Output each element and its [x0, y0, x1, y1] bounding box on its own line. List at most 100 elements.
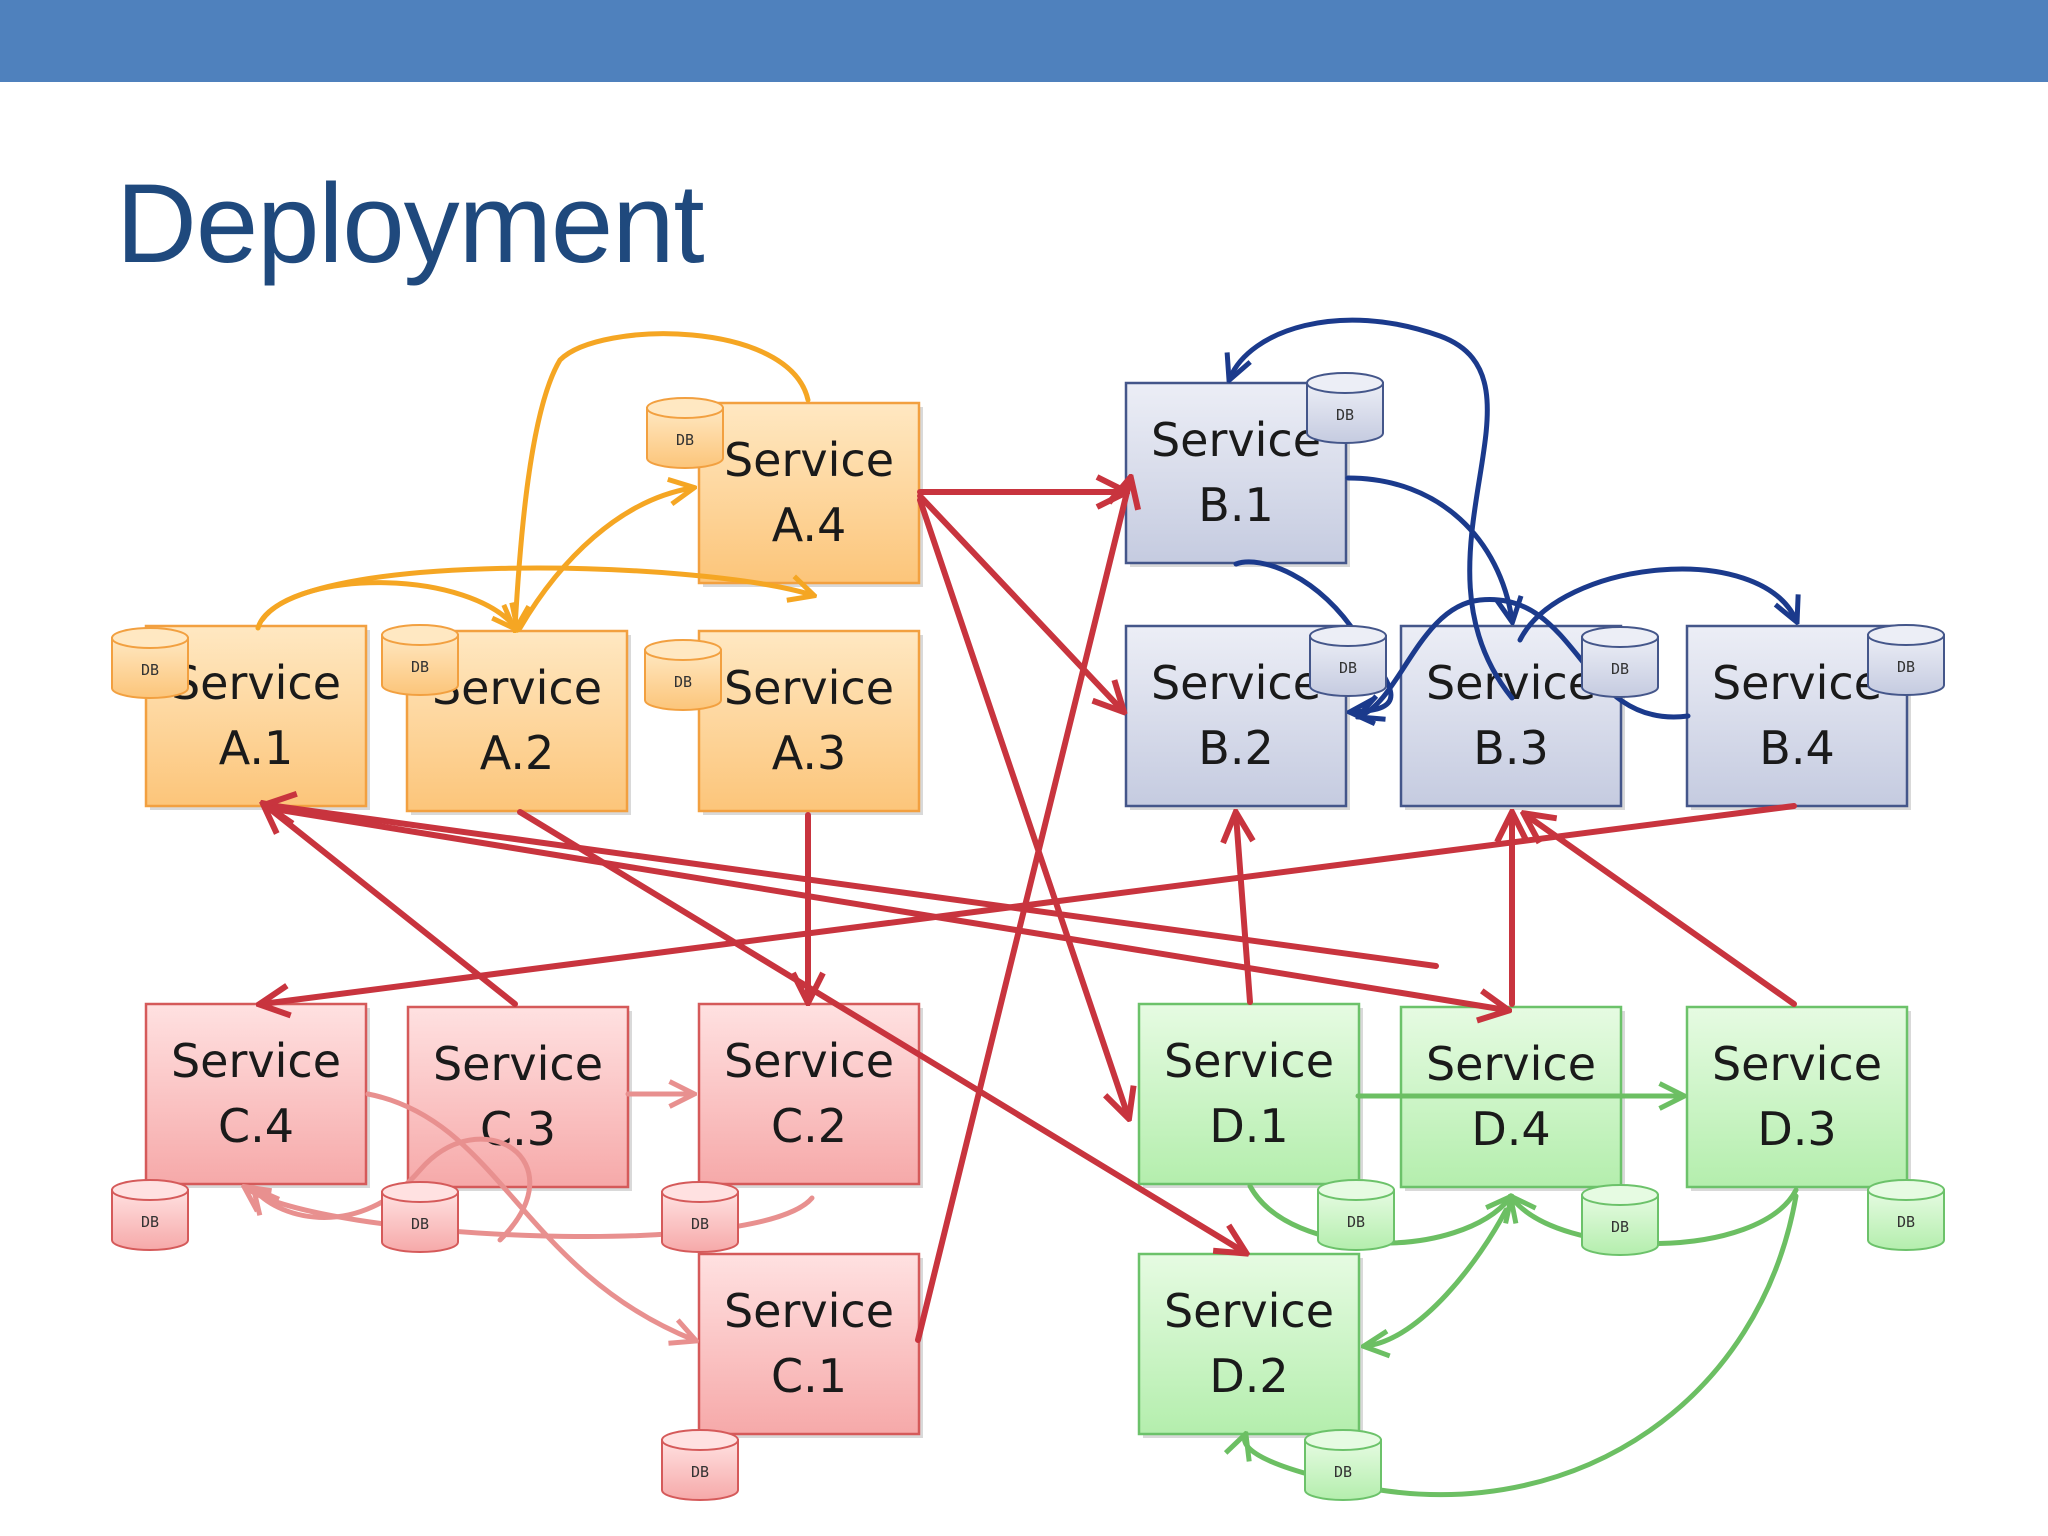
arrow-d3-to-b3 [1526, 815, 1797, 1007]
service-id-label: A.3 [772, 726, 847, 780]
service-id-label: B.2 [1198, 721, 1273, 775]
arrow-a1-to-a3 [255, 565, 812, 631]
database-label: DB [1897, 1213, 1915, 1231]
arrow-b1-to-b3 [1345, 475, 1512, 620]
service-box [1137, 1002, 1361, 1186]
service-label: Service [1164, 1034, 1334, 1088]
service-label: Service [1426, 1037, 1596, 1091]
database-label: DB [411, 658, 429, 676]
database-icon: DB [1309, 625, 1387, 697]
service-id-label: C.4 [218, 1099, 294, 1153]
service-label: Service [1164, 1284, 1334, 1338]
service-id-label: D.1 [1209, 1099, 1288, 1153]
arrow-a4-to-d1 [917, 497, 1128, 1116]
arrow-c2-to-c4 [246, 1188, 815, 1239]
service-box [406, 1005, 630, 1189]
service-box [697, 1252, 921, 1436]
service-label: Service [1151, 656, 1321, 710]
service-id-label: B.3 [1473, 721, 1548, 775]
service-box [697, 629, 921, 813]
service-boxes-layer: ServiceA.1ServiceA.2ServiceA.3ServiceA.4… [144, 381, 1911, 1438]
database-label: DB [1897, 658, 1915, 676]
service-box [1137, 1252, 1361, 1436]
arrow-d3-to-d2 [1244, 1193, 1799, 1497]
database-icon: DB [1317, 1179, 1395, 1251]
service-id-label: A.4 [772, 498, 847, 552]
database-label: DB [1336, 406, 1354, 424]
service-label: Service [1151, 413, 1321, 467]
database-label: DB [676, 431, 694, 449]
database-icon: DB [1581, 1184, 1659, 1256]
database-icon: DB [1304, 1429, 1382, 1501]
arrow-a1-to-a2 [259, 580, 516, 628]
service-box [1685, 1005, 1909, 1189]
database-icon: DB [381, 1181, 459, 1253]
service-label: Service [1712, 1037, 1882, 1091]
database-icon: DB [111, 1179, 189, 1251]
arrow-a4-to-a2 [515, 331, 811, 628]
arrow-a1-to-d4 [265, 805, 1506, 1010]
database-icon: DB [1867, 624, 1945, 696]
database-label: DB [1347, 1213, 1365, 1231]
database-label: DB [1334, 1463, 1352, 1481]
service-label: Service [432, 661, 602, 715]
service-id-label: D.3 [1757, 1102, 1836, 1156]
slide-title: Deployment [116, 161, 705, 286]
dependency-arrows-layer [246, 317, 1799, 1497]
database-label: DB [141, 1213, 159, 1231]
service-box [697, 401, 921, 585]
arrow-a2-to-d2 [517, 809, 1244, 1252]
service-id-label: A.2 [480, 726, 555, 780]
service-label: Service [724, 433, 894, 487]
service-id-label: A.1 [219, 721, 294, 775]
database-icon: DB [111, 627, 189, 699]
database-label: DB [1611, 660, 1629, 678]
service-id-label: C.2 [771, 1099, 847, 1153]
database-label: DB [674, 673, 692, 691]
service-id-label: C.3 [480, 1102, 556, 1156]
service-label: Service [724, 1284, 894, 1338]
service-label: Service [724, 1034, 894, 1088]
database-label: DB [141, 661, 159, 679]
database-label: DB [411, 1215, 429, 1233]
arrow-d4-to-a1 [268, 805, 1439, 969]
database-icon: DB [1306, 372, 1384, 444]
service-id-label: D.2 [1209, 1349, 1288, 1403]
database-label: DB [691, 1463, 709, 1481]
database-icon: DB [646, 397, 724, 469]
arrow-b3-to-b4 [1517, 566, 1796, 643]
database-icon: DB [1581, 626, 1659, 698]
service-label: Service [433, 1037, 603, 1091]
service-id-label: D.4 [1471, 1102, 1550, 1156]
service-label: Service [171, 1034, 341, 1088]
arrow-d1-to-b2 [1236, 815, 1250, 1005]
service-box [144, 1002, 368, 1186]
arrow-c3-to-a1 [265, 805, 518, 1007]
arrow-c3-to-c4 [255, 1136, 533, 1243]
arrow-b3-to-b1 [1230, 317, 1515, 701]
database-icon: DB [381, 624, 459, 696]
header-bar [0, 0, 2048, 82]
arrow-a4-to-b2 [917, 493, 1122, 710]
arrow-d4-to-d2 [1366, 1207, 1509, 1346]
service-id-label: B.1 [1198, 478, 1273, 532]
database-label: DB [691, 1215, 709, 1233]
service-label: Service [171, 656, 341, 710]
service-id-label: C.1 [771, 1349, 847, 1403]
database-icons-layer: DB DB DB DB DB DB DB DB DB DB DB DB DB DB DB DB [111, 372, 1945, 1501]
arrow-c4-to-c1 [365, 1091, 694, 1340]
arrow-a2-to-a4 [517, 488, 692, 631]
database-icon: DB [1867, 1179, 1945, 1251]
